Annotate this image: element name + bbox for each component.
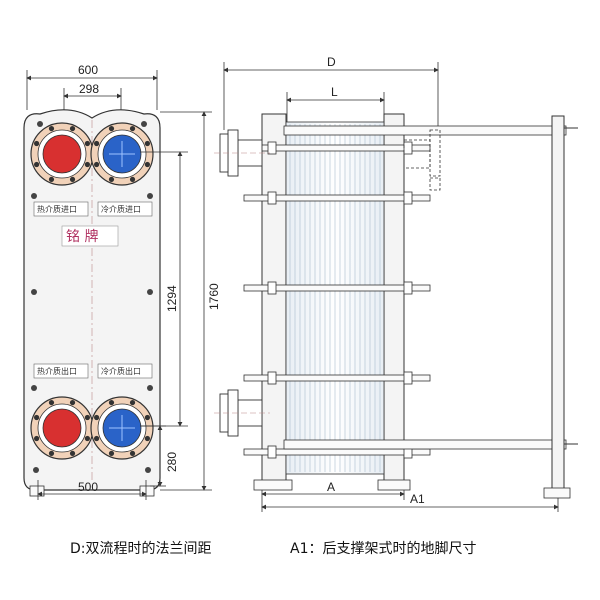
flange-bolt: [48, 450, 55, 457]
flange-bolt: [93, 161, 100, 168]
flange-bolt: [93, 435, 100, 442]
dimension-280-label: 280: [165, 452, 179, 472]
flange-bolt: [129, 399, 136, 406]
flange-bolt: [69, 450, 76, 457]
dimension-1760-label: 1760: [207, 283, 221, 310]
port-hot-outlet: [30, 396, 94, 460]
dimension-500-label: 500: [78, 480, 98, 494]
flange-bolt: [84, 140, 91, 147]
label-box-cold-out: [97, 363, 153, 379]
dimension-verticals: [140, 111, 212, 491]
label-cold-in: 冷介质进口: [101, 204, 141, 214]
flange-bolt: [33, 161, 40, 168]
flange-bolt: [48, 176, 55, 183]
dimension-width-top: [26, 70, 158, 110]
lower-guide-bar: [283, 439, 567, 450]
tie-rods: [243, 141, 431, 459]
flange-bolt: [108, 450, 115, 457]
dimension-D-label: D: [327, 55, 336, 69]
flange-bolt: [129, 125, 136, 132]
flange-bolt: [33, 140, 40, 147]
dimension-A-label: A: [327, 480, 335, 494]
heat-exchanger-drawing: 600 298 热介质进口 冷介质进口 铭 牌: [23, 55, 578, 512]
flange-bolt: [69, 399, 76, 406]
fixed-frame-plate: [261, 113, 287, 483]
port-cold-outlet: [90, 396, 154, 460]
label-box-cold-in: [97, 201, 153, 217]
flange-bolt: [108, 399, 115, 406]
dimension-A1: [261, 498, 559, 512]
pressure-plate-foot: [377, 479, 411, 491]
flange-bolt: [144, 161, 151, 168]
flange-bolt: [108, 125, 115, 132]
label-hot-out: 热介质出口: [37, 366, 77, 376]
port-cold-inlet: [90, 122, 154, 186]
flange-bolt: [84, 414, 91, 421]
caption-d-note: D:双流程时的法兰间距: [70, 541, 212, 557]
tie-rod: [243, 371, 431, 385]
side-bolts: [31, 121, 153, 473]
support-foot: [543, 487, 571, 499]
side-view: D L: [214, 55, 578, 512]
flange-bolt: [93, 414, 100, 421]
flange-bolt: [84, 161, 91, 168]
fixed-frame-foot: [253, 479, 293, 491]
label-box-hot-out: [33, 363, 89, 379]
flange-bolt: [69, 176, 76, 183]
flange-bolt: [108, 176, 115, 183]
dimension-298-label: 298: [79, 82, 99, 96]
flange-bolt: [93, 140, 100, 147]
front-view: 600 298 热介质进口 冷介质进口 铭 牌: [23, 63, 221, 500]
dimension-D: [223, 62, 439, 130]
label-hot-in: 热介质进口: [37, 204, 77, 214]
flange-bolt: [144, 140, 151, 147]
nameplate-label: 铭 牌: [66, 228, 98, 245]
foot-right: [139, 485, 155, 497]
flange-bolt: [48, 399, 55, 406]
port-flanges: [30, 122, 154, 460]
tie-rod: [243, 191, 431, 205]
support-column: [551, 115, 565, 495]
dimension-L-label: L: [331, 85, 338, 99]
plate-lines: [289, 124, 381, 472]
flange-bolt: [84, 435, 91, 442]
dimension-width-bottom: [37, 480, 147, 500]
label-box-hot-in: [33, 201, 89, 217]
caption-a1-note: A1：后支撑架式时的地脚尺寸: [290, 541, 477, 557]
dimension-600-label: 600: [78, 63, 98, 77]
upper-guide-bar: [283, 125, 567, 136]
flange-bolt: [144, 435, 151, 442]
flange-bolt: [33, 435, 40, 442]
nameplate-box: [61, 225, 119, 247]
flange-bolt: [33, 414, 40, 421]
flange-bolt: [129, 450, 136, 457]
flange-bolt: [144, 414, 151, 421]
port-hot-inlet: [30, 122, 94, 186]
pressure-plate: [383, 113, 405, 483]
flange-bolt: [69, 125, 76, 132]
nozzle-rear-dashed: [403, 129, 441, 191]
flange-bolt: [129, 176, 136, 183]
dimension-1294-label: 1294: [165, 285, 179, 312]
flange-bolt: [48, 125, 55, 132]
label-cold-out: 冷介质出口: [101, 366, 141, 376]
foot-left: [29, 485, 45, 497]
dimension-A1-label: A1: [410, 492, 425, 506]
tie-rod: [243, 281, 431, 295]
